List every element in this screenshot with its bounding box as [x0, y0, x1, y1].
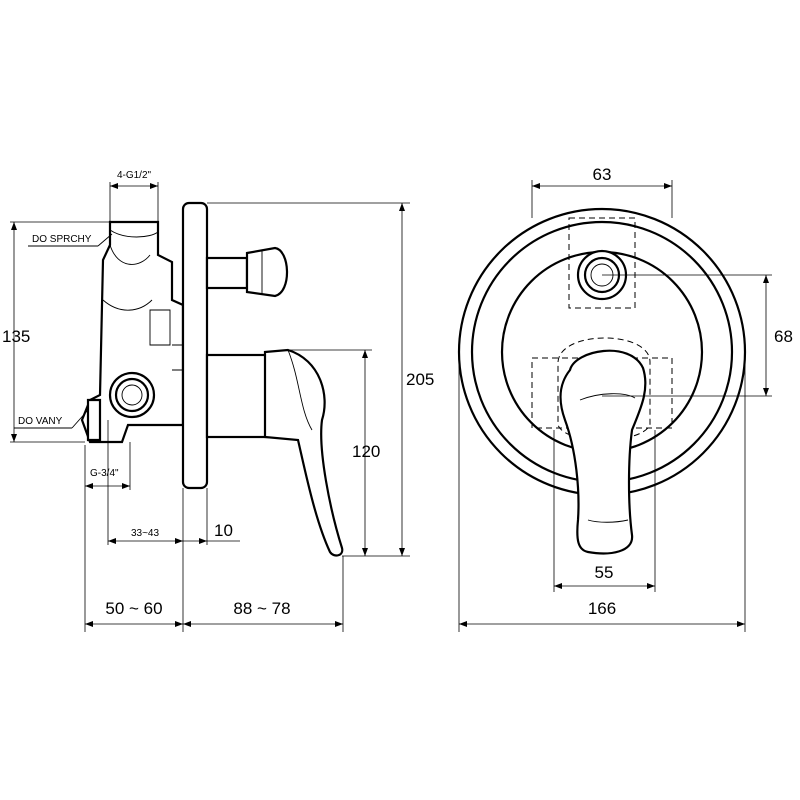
- label-inlet-thread: 4-G1/2": [117, 170, 152, 181]
- valve-body-detail: [102, 229, 184, 371]
- front-view: 63 68 55 166: [457, 165, 793, 632]
- label-plate-gap: 10: [214, 521, 233, 540]
- label-body-height: 135: [2, 327, 30, 346]
- dim-arrow-plate-gap: [199, 538, 207, 544]
- handle-lever-detail: [287, 349, 313, 431]
- handle-lever-side: [263, 348, 344, 557]
- side-view: 4-G1/2" DO SPRCHY DO VANY 135 205 120 G-…: [2, 170, 434, 632]
- diverter-knob: [245, 246, 289, 298]
- handle-base-side: [205, 353, 271, 439]
- label-total-height: 205: [406, 370, 434, 389]
- handle-lever-front-detail: [579, 393, 636, 523]
- hidden-body-upper: [568, 217, 636, 309]
- handle-lever-front: [559, 349, 647, 555]
- valve-body: [80, 220, 185, 444]
- bath-outlet-ring-inner: [121, 384, 143, 406]
- label-handle-height: 120: [352, 442, 380, 461]
- label-handle-width: 55: [595, 563, 614, 582]
- cover-plate-side: [181, 201, 209, 490]
- label-depth-range: 33~43: [131, 528, 160, 539]
- bath-outlet: [86, 398, 102, 442]
- label-to-shower: DO SPRCHY: [32, 234, 92, 245]
- diverter-spindle: [205, 256, 249, 290]
- label-to-bath: DO VANY: [18, 416, 63, 427]
- label-plate-diameter: 166: [588, 599, 616, 618]
- label-spindle-offset: 68: [774, 327, 793, 346]
- dim-arrows-depth-range: [108, 538, 183, 544]
- label-front-depth: 88 ~ 78: [233, 599, 290, 618]
- label-body-depth: 50 ~ 60: [105, 599, 162, 618]
- leader-to-shower-tip: [97, 233, 113, 247]
- label-outlet-thread: G-3/4": [90, 468, 119, 479]
- label-cover-width: 63: [593, 165, 612, 184]
- leader-to-bath-tip: [71, 409, 89, 429]
- bath-outlet-ring-mid: [114, 377, 150, 413]
